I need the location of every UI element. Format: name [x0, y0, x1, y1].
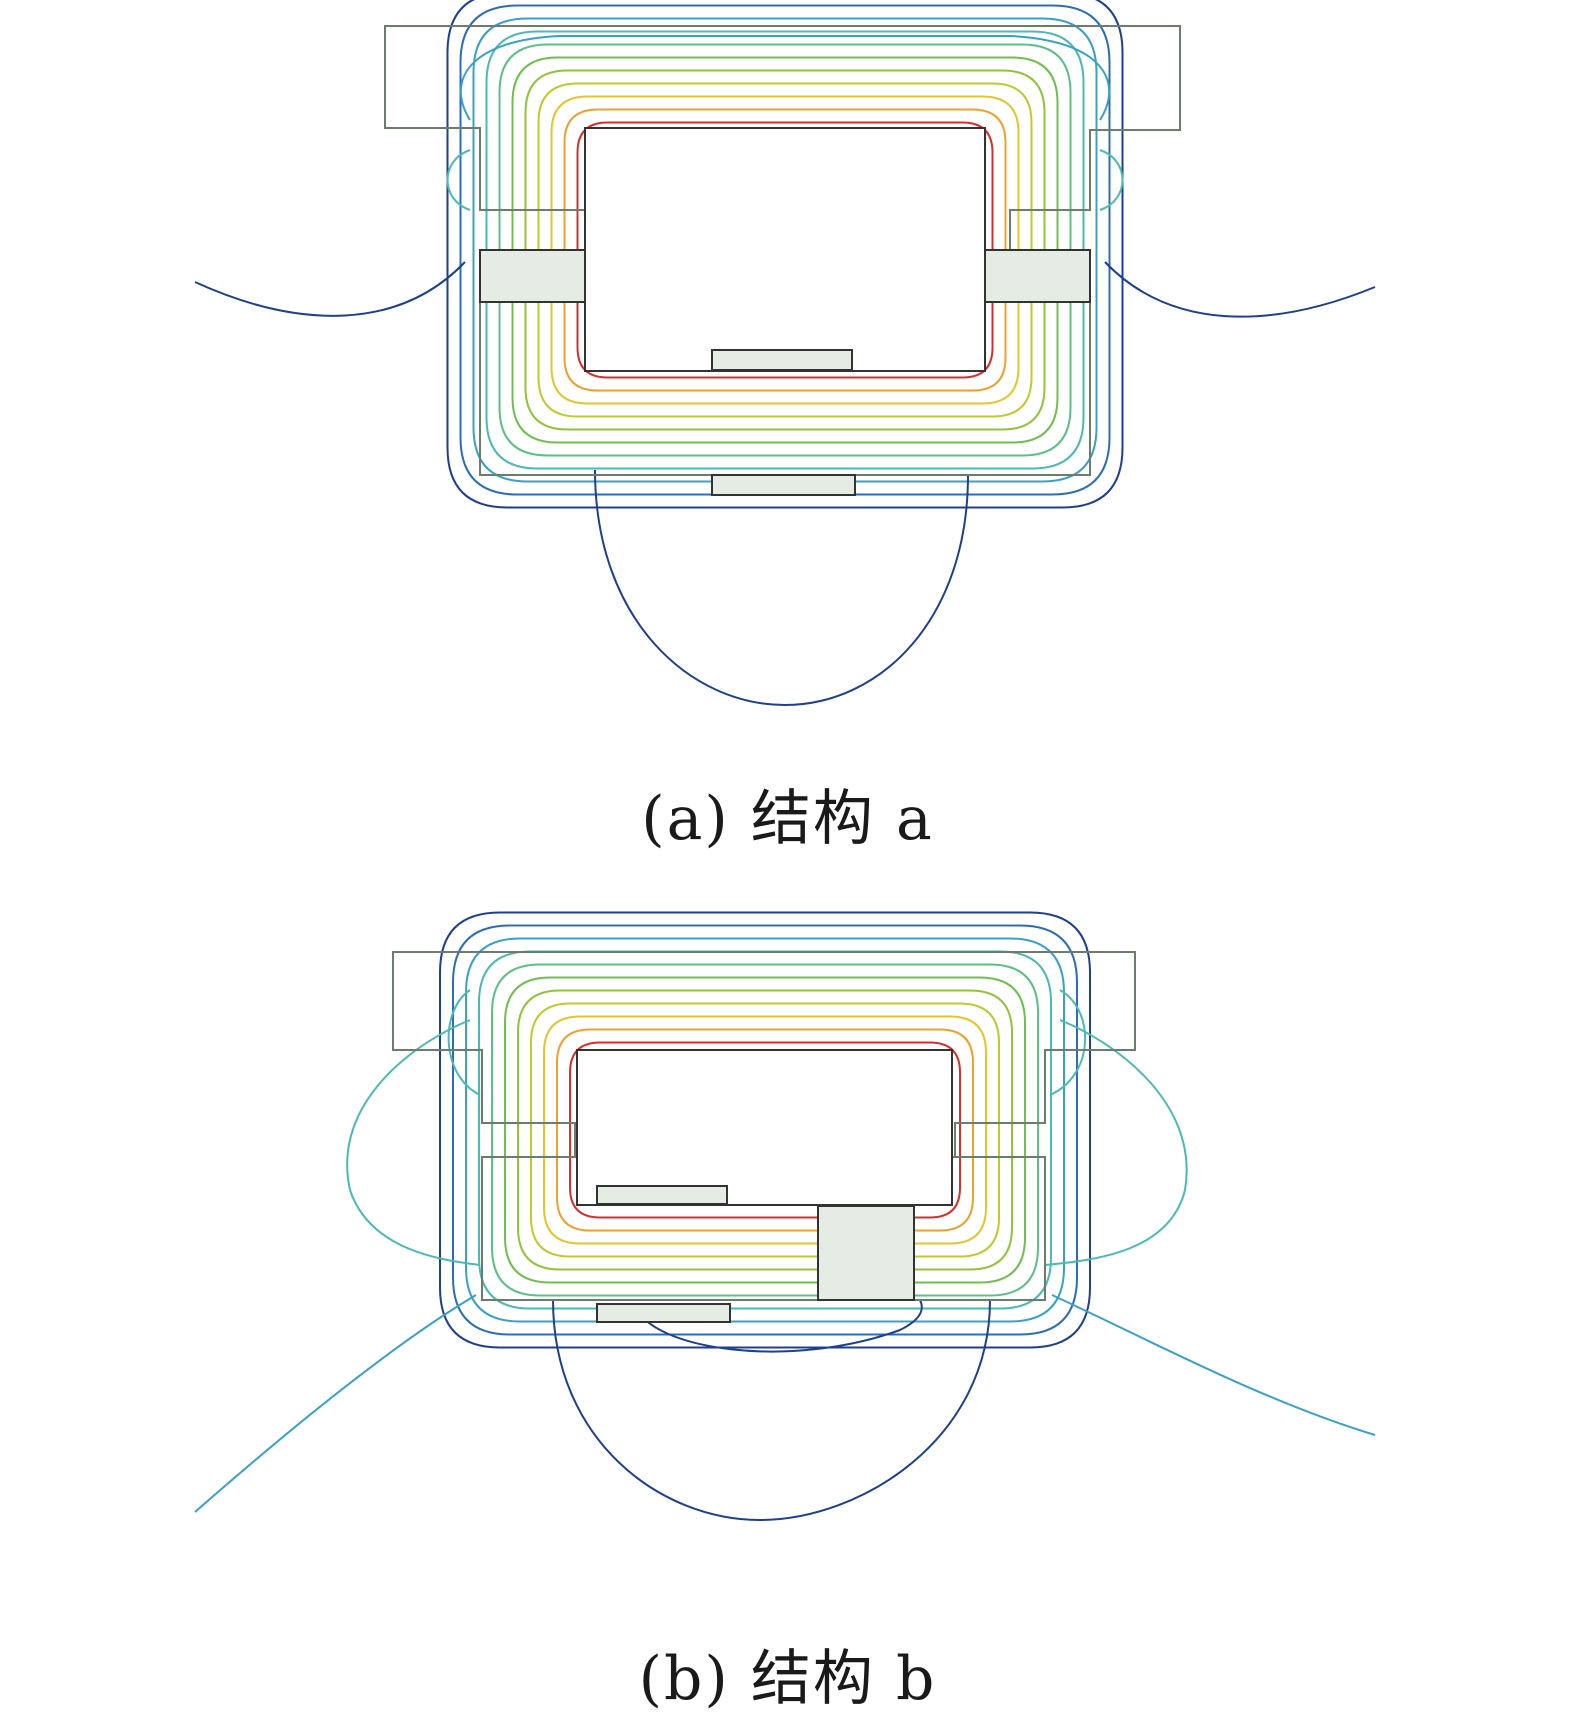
- b-flux-line: [517, 989, 1013, 1271]
- coil-lower-b: [596, 1303, 731, 1323]
- b-flux-line: [634, 1299, 923, 1353]
- b-flux-line: [346, 1019, 481, 1266]
- panel-structure-b: [0, 880, 1575, 1580]
- b-flux-line: [1051, 1294, 1376, 1436]
- a-flux-line: [446, 0, 1124, 509]
- flux-plot-a: [194, 0, 1376, 707]
- a-flux-line: [537, 82, 1033, 418]
- b-flux-line: [439, 911, 1091, 1349]
- a-flux-line: [550, 95, 1020, 405]
- b-flux-line: [543, 1015, 987, 1245]
- b-flux-line: [478, 950, 1052, 1310]
- flux-plot-b: [194, 911, 1376, 1522]
- core-outline-b: [392, 951, 1136, 1323]
- b-flux-line: [530, 1002, 1000, 1258]
- magnet-b: [817, 1205, 915, 1301]
- b-flux-line: [465, 937, 1065, 1323]
- b-flux-line: [1044, 1019, 1188, 1266]
- coil-upper-b: [596, 1185, 728, 1205]
- b-flux-line: [452, 924, 1078, 1336]
- b-flux-line: [569, 1041, 961, 1219]
- coil-lower-a: [711, 474, 856, 496]
- a-flux-line: [485, 30, 1085, 470]
- a-flux-line: [446, 149, 1124, 211]
- a-flux-line: [498, 43, 1072, 457]
- a-flux-line: [524, 69, 1046, 431]
- a-flux-line: [472, 17, 1098, 483]
- magnet-right-a: [984, 249, 1091, 303]
- window-a: [584, 127, 986, 372]
- a-flux-line: [459, 4, 1111, 496]
- window-b: [576, 1049, 953, 1206]
- flux-contours-b: [194, 911, 1376, 1522]
- caption-structure-b: (b) 结构 b: [638, 1644, 937, 1714]
- b-flux-line: [194, 1294, 477, 1513]
- a-flux-line: [1104, 261, 1376, 318]
- b-flux-line: [504, 976, 1026, 1284]
- b-flux-line: [552, 1299, 991, 1522]
- b-flux-line: [491, 963, 1039, 1297]
- coil-upper-a: [711, 349, 853, 371]
- a-flux-line: [576, 121, 994, 379]
- a-flux-line: [563, 108, 1007, 392]
- b-flux-line: [556, 1028, 974, 1232]
- b-flux-line: [447, 989, 1087, 1096]
- caption-structure-a: (a) 结构 a: [641, 784, 934, 854]
- core-outline-a: [384, 25, 1181, 496]
- a-flux-line: [194, 261, 466, 317]
- panel-structure-a: [0, 0, 1575, 760]
- a-flux-line: [459, 35, 1111, 121]
- a-flux-line: [511, 56, 1059, 444]
- magnet-left-a: [479, 249, 586, 303]
- a-flux-line: [594, 469, 969, 707]
